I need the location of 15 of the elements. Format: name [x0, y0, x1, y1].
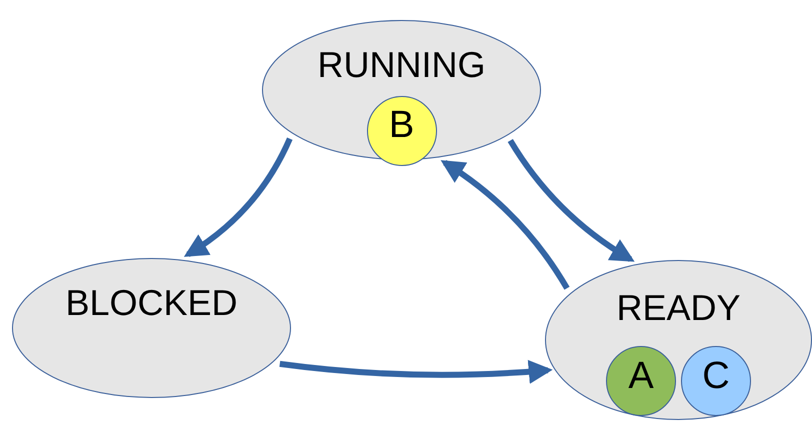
arrow — [440, 160, 570, 290]
arrow — [508, 138, 635, 262]
token-label: C — [701, 354, 731, 398]
arrow — [184, 137, 293, 257]
state-label: BLOCKED — [64, 282, 239, 324]
token-circle — [366, 96, 436, 166]
state-ellipse — [12, 258, 291, 398]
token-circle — [681, 346, 751, 416]
state-ellipse — [545, 260, 812, 420]
token-label: A — [627, 354, 655, 398]
arrow — [279, 360, 553, 384]
state-label: RUNNING — [316, 44, 486, 86]
token-label: B — [388, 104, 416, 147]
state-label: READY — [615, 287, 742, 330]
token-circle — [606, 346, 676, 416]
